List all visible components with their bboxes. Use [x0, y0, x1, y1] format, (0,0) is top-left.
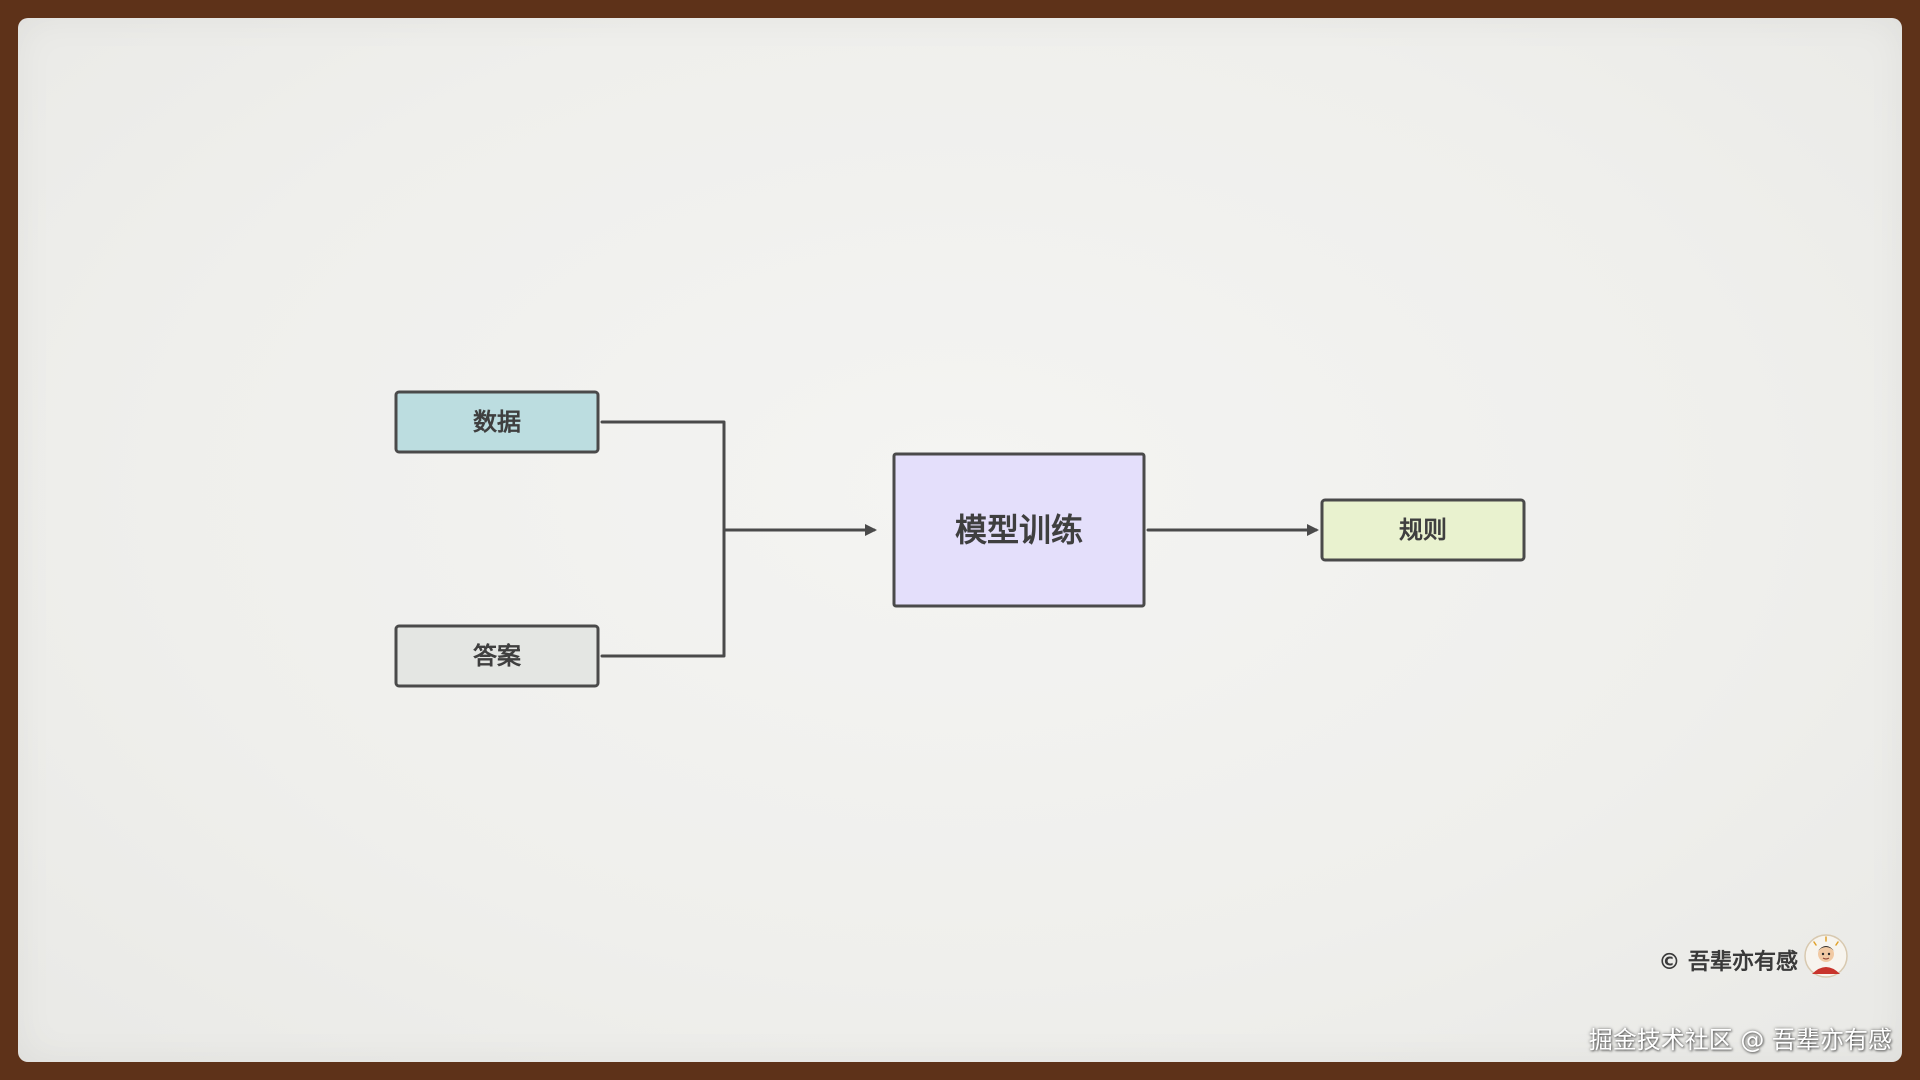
- connector-answer-to-merge: [600, 528, 726, 658]
- connectors: [600, 420, 1319, 658]
- node-answer: 答案: [394, 624, 600, 688]
- node-rules: 规则: [1320, 498, 1526, 562]
- node-answer-box: [394, 624, 600, 688]
- node-rules-box: [1320, 498, 1526, 562]
- connector-data-to-merge: [600, 420, 726, 532]
- node-training: 模型训练: [892, 452, 1146, 608]
- node-rules-label: 规则: [1399, 516, 1447, 544]
- watermark-text: 掘金技术社区 @ 吾辈亦有感: [1588, 1026, 1892, 1054]
- copyright-text: © 吾辈亦有感: [1658, 950, 1798, 975]
- node-data-label: 数据: [473, 408, 521, 436]
- flow-diagram: 数据 答案 模型训练 规则: [394, 390, 1526, 688]
- node-data: 数据: [394, 390, 600, 454]
- node-data-box: [394, 390, 600, 454]
- node-answer-label: 答案: [473, 642, 522, 670]
- node-training-label: 模型训练: [955, 511, 1083, 549]
- node-training-box: [892, 452, 1146, 608]
- paper-canvas: 数据 答案 模型训练 规则: [18, 18, 1902, 1062]
- avatar-icon: [1804, 934, 1848, 978]
